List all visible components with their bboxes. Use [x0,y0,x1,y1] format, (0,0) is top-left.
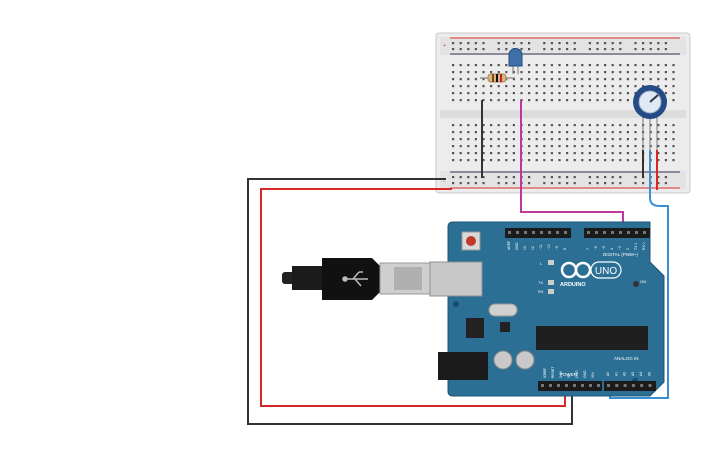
power-jack [438,352,488,380]
brand-label: ARDUINO [560,282,586,288]
digital-pin-label: 8 [563,248,567,250]
digital-pin-label: ~11 [539,244,543,250]
analog-header-label: ANALOG IN [614,356,639,361]
digital-header-right [584,228,650,238]
led-tx-label: TX [538,280,543,285]
model-label: UNO [595,266,617,277]
digital-pin-label: RX 0 [642,242,646,250]
digital-pin-label: 7 [586,248,590,250]
digital-pin-label: AREF [507,241,511,250]
usb-icon [342,271,368,287]
wire-blue-analog [609,150,669,399]
digital-pin-label: ~5 [602,246,606,250]
digital-pin-label: 4 [610,248,614,250]
digital-pin-labels: AREF GND 13 12 ~11 ~10 ~9 8 7 ~6 ~5 4 ~3 2 TX 1 RX 0 [507,241,646,250]
analog-header-strip [604,381,656,391]
power-header-label: POWER [560,372,578,377]
arduino-uno: UNO ARDUINO DIGITAL (PWM~) POWER ANALOG … [429,221,665,397]
power-pin-label: GND [575,370,579,378]
digital-pin-label: 13 [523,246,527,250]
header-holes [508,231,652,387]
digital-pin-label: ~10 [547,244,551,250]
wires [247,100,669,425]
digital-pin-label: GND [515,242,519,250]
power-pin-labels: IOREF RESET 3.3V 5V GND GND VIN [543,367,595,378]
analog-pin-labels: A0 A1 A2 A3 A4 A5 [606,372,652,376]
digital-header-left [505,228,571,238]
analog-pin-label: A4 [639,372,643,376]
rail-plus-label: + [443,43,446,49]
analog-pin-label: A5 [648,372,652,376]
wire-red-5v [260,188,566,407]
blue-led[interactable] [508,48,523,75]
wire-black-gnd [247,178,573,425]
usb-cable[interactable] [282,258,431,300]
led-l-label: L [540,261,543,266]
digital-pin-label: 12 [531,246,535,250]
potentiometer[interactable] [633,85,667,150]
power-pin-label: RESET [551,367,555,378]
breadboard: + - [435,32,691,194]
analog-pin-label: A0 [606,372,610,376]
led-on-label: ON [640,279,646,284]
digital-pin-label: ~6 [594,246,598,250]
atmega-chip [536,326,648,350]
led-rx-label: RX [538,289,544,294]
usb-port [429,261,483,297]
rail-minus-label: - [443,179,445,185]
digital-pin-label: ~9 [555,246,559,250]
power-pin-label: GND [583,370,587,378]
breadboard-holes [452,42,675,185]
power-pin-label: 3.3V [559,370,563,378]
digital-header-label: DIGITAL (PWM~) [603,252,638,257]
analog-pin-label: A1 [614,372,618,376]
power-pin-label: IOREF [543,368,547,378]
analog-pin-label: A3 [631,372,635,376]
digital-pin-label: ~3 [618,246,622,250]
resistor[interactable] [480,73,515,83]
power-pin-label: 5V [567,373,571,378]
analog-pin-label: A2 [623,372,627,376]
digital-pin-label: 2 [626,248,630,250]
power-pin-label: VIN [591,372,595,378]
arduino-logo-icon [560,261,592,279]
power-header-strip [538,381,602,391]
digital-pin-label: TX 1 [634,243,638,250]
